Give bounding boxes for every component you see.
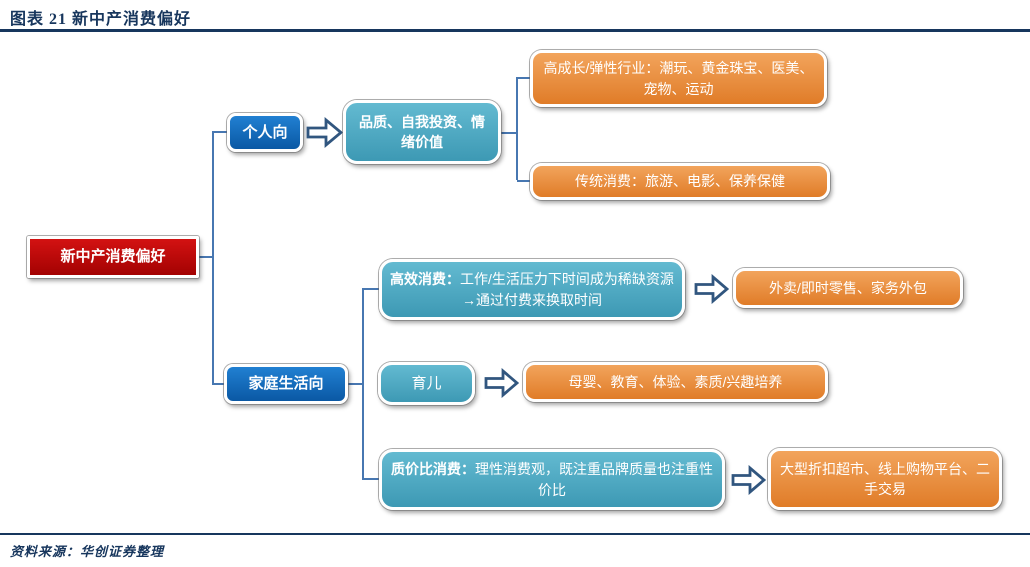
connector-line — [213, 383, 224, 385]
leaf-value-for-money-label: 大型折扣超市、线上购物平台、二手交易 — [780, 460, 990, 497]
leaf-personal-traditional-label: 传统消费：旅游、电影、保养保健 — [575, 173, 785, 190]
node-family-label: 家庭生活向 — [248, 375, 324, 393]
node-parenting: 育儿 — [378, 362, 475, 405]
leaf-parenting: 母婴、教育、体验、素质/兴趣培养 — [523, 362, 828, 402]
leaf-parenting-label: 母婴、教育、体验、素质/兴趣培养 — [568, 373, 783, 390]
source-rule — [0, 533, 1030, 535]
connector-line — [516, 77, 518, 180]
title-rule — [0, 29, 1030, 32]
leaf-personal-growth-label: 高成长/弹性行业：潮玩、黄金珠宝、医美、宠物、运动 — [543, 60, 814, 97]
node-efficient-consumption: 高效消费：工作/生活压力下时间成为稀缺资源→通过付费来换取时间 — [379, 259, 685, 320]
connector-line — [212, 131, 214, 385]
leaf-efficient-consumption: 外卖/即时零售、家务外包 — [733, 268, 963, 308]
leaf-personal-growth: 高成长/弹性行业：潮玩、黄金珠宝、医美、宠物、运动 — [530, 50, 827, 107]
node-parenting-text: 育儿 — [411, 374, 442, 392]
flow-arrow-parenting — [484, 368, 519, 398]
connector-line — [517, 77, 531, 79]
node-root: 新中产消费偏好 — [27, 236, 199, 278]
node-personal-value-label: 品质、自我投资、情绪价值 — [359, 113, 485, 150]
node-root-label: 新中产消费偏好 — [60, 248, 166, 266]
leaf-value-for-money: 大型折扣超市、线上购物平台、二手交易 — [768, 448, 1002, 510]
figure-title: 图表 21 新中产消费偏好 — [10, 11, 192, 28]
node-efficient-consumption-prefix: 高效消费： — [390, 271, 461, 288]
connector-line — [362, 288, 364, 480]
node-value-for-money-text: 理性消费观，既注重品牌质量也注重性价比 — [475, 461, 713, 498]
node-personal-value: 品质、自我投资、情绪价值 — [343, 100, 501, 164]
flow-arrow-efficient — [694, 274, 729, 304]
flow-arrow-personal — [306, 117, 343, 148]
connector-line — [363, 478, 379, 480]
connector-line — [199, 256, 213, 258]
connector-line — [348, 383, 363, 385]
node-parenting-label: 育儿 — [389, 373, 464, 395]
node-value-for-money-label: 质价比消费：理性消费观，既注重品牌质量也注重性价比 — [390, 459, 714, 500]
leaf-efficient-consumption-label: 外卖/即时零售、家务外包 — [769, 279, 927, 296]
node-personal: 个人向 — [227, 113, 303, 152]
connector-line — [213, 131, 227, 133]
node-efficient-consumption-text: 工作/生活压力下时间成为稀缺资源→通过付费来换取时间 — [460, 271, 674, 308]
connector-line — [501, 132, 517, 134]
node-personal-label: 个人向 — [242, 123, 288, 141]
connector-line — [363, 288, 379, 290]
node-family: 家庭生活向 — [224, 364, 348, 404]
flow-arrow-value — [731, 465, 766, 495]
node-efficient-consumption-label: 高效消费：工作/生活压力下时间成为稀缺资源→通过付费来换取时间 — [390, 269, 674, 310]
connector-line — [517, 180, 531, 182]
node-value-for-money-prefix: 质价比消费： — [391, 461, 475, 478]
figure-source: 资料来源：华创证券整理 — [10, 544, 165, 559]
leaf-personal-traditional: 传统消费：旅游、电影、保养保健 — [530, 163, 830, 200]
node-value-for-money: 质价比消费：理性消费观，既注重品牌质量也注重性价比 — [379, 449, 725, 510]
